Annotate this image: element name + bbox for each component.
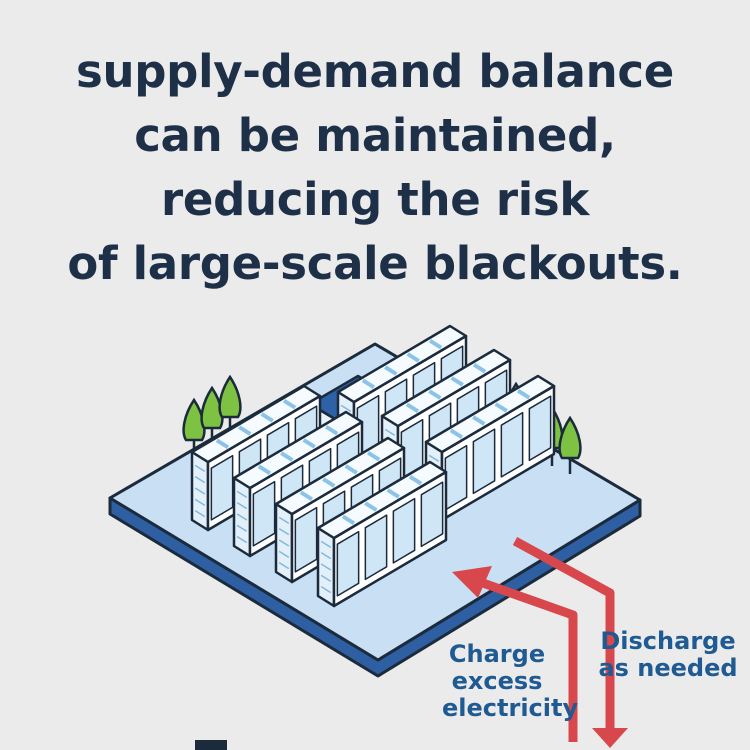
headline-line-3: reducing the risk [161,173,589,226]
battery-containers [190,324,556,608]
headline: supply-demand balance can be maintained,… [0,40,750,296]
battery-container [316,460,448,608]
discharge-label: Discharge as needed [598,627,738,682]
headline-line-1: supply-demand balance [76,45,674,98]
charge-label: Charge excess electricity [442,640,579,722]
discharge-arrow [512,537,628,748]
trees-left [182,374,242,458]
headline-line-4: of large-scale blackouts. [67,237,683,290]
charge-arrow [452,566,578,742]
partial-shape [195,740,227,750]
headline-line-2: can be maintained, [134,109,616,162]
